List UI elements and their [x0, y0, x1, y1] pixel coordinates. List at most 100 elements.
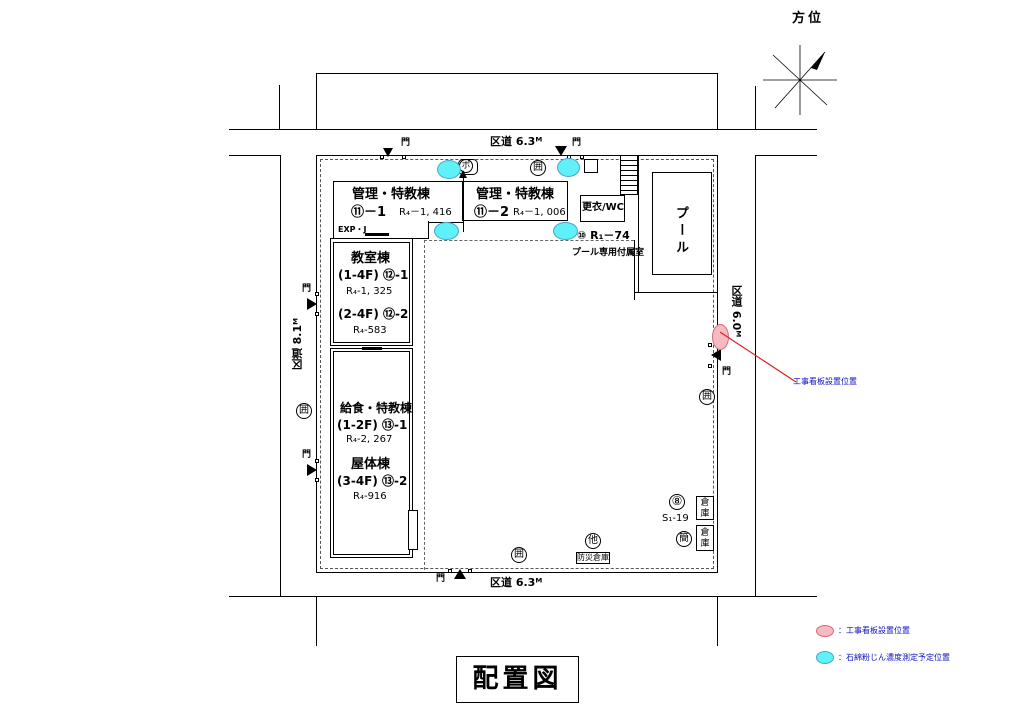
gate-post [402, 155, 406, 159]
classroom-line1: (1-4F) ⑫-1 [338, 268, 409, 282]
pool-annex-name: プール専用付属室 [572, 248, 645, 258]
gate-label: 門 [436, 574, 446, 584]
road-edge [755, 155, 817, 156]
road-edge [316, 596, 718, 597]
admin-building-2-code: ⑪－2 [474, 205, 510, 220]
classroom-outline [330, 238, 413, 346]
pool-annex-code: ⑩ R₁－74 [577, 229, 630, 242]
gate-post [708, 364, 712, 368]
admin-building-1-name: 管理・特教棟 [352, 187, 431, 202]
enclosure-marker: 囲 [296, 403, 312, 419]
pool-fence [638, 155, 639, 292]
classroom-name: 教室棟 [351, 251, 391, 266]
road-edge [717, 596, 817, 597]
road-edge [316, 73, 718, 74]
drawing-title: 配置図 [456, 656, 579, 703]
enclosure-marker: 囲 [530, 160, 546, 176]
kitchen-name: 給食・特教棟 [340, 401, 413, 415]
gate-arrow-icon [555, 146, 567, 156]
site-boundary-inner [320, 159, 714, 569]
signboard-leader-line [720, 331, 797, 383]
road-edge [755, 155, 756, 597]
gate-arrow-icon [307, 298, 317, 310]
road-edge [755, 86, 756, 130]
admin-building-1 [333, 181, 464, 223]
expansion-joint-label: EXP・J [338, 225, 367, 234]
measurement-point [557, 158, 580, 177]
kitchen-gym-outline [330, 348, 413, 558]
classroom-area2: R₄-583 [353, 325, 387, 336]
gate-label: 門 [302, 450, 312, 460]
road-edge [717, 129, 817, 130]
road-label-east: 区道 6.0ᴹ [730, 285, 743, 338]
road-edge [316, 73, 317, 130]
gate-post [580, 155, 584, 159]
gym-area1: R₄-916 [353, 491, 387, 502]
other-marker: 他 [585, 533, 601, 549]
path-line [424, 240, 425, 570]
gate-arrow-icon [711, 349, 721, 361]
road-edge [717, 596, 718, 646]
gate-post [380, 155, 384, 159]
legend-pink-label: ：工事看板設置位置 [838, 626, 910, 635]
classroom-building [333, 242, 410, 343]
building-notch [408, 510, 418, 550]
gate-label: 門 [572, 138, 582, 148]
path-line [634, 240, 635, 300]
road-edge [316, 129, 718, 130]
enclosure-marker: 囲 [699, 389, 715, 405]
road-edge [717, 73, 718, 130]
pump-arrow-icon [459, 170, 467, 178]
measurement-point [553, 222, 578, 240]
road-label-south: 区道 6.3ᴹ [490, 576, 543, 589]
gym-name: 屋体棟 [351, 457, 391, 472]
admin-building-1-code: ⑪－1 [351, 205, 387, 220]
road-label-west: 区道 8.1ᴹ [291, 318, 304, 371]
road-edge [229, 596, 317, 597]
simple-marker: 簡 [676, 531, 692, 547]
gate-label: 門 [401, 138, 411, 148]
admin-building-1-area: R₄－1, 416 [399, 207, 452, 218]
small-box [584, 159, 598, 173]
legend-blue-label: ：石綿粉じん濃度測定予定位置 [838, 653, 950, 662]
compass-label: 方位 [792, 11, 825, 26]
measurement-point [437, 160, 461, 179]
changing-room [580, 195, 625, 222]
path-line [424, 240, 634, 241]
storage-code: ⑧ [669, 494, 685, 510]
road-edge [316, 596, 317, 646]
admin-building-2-area: R₄－1, 006 [513, 207, 566, 218]
disaster-storage: 防災倉庫 [576, 552, 610, 564]
classroom-line2: (2-4F) ⑫-2 [338, 307, 409, 321]
expansion-joint [365, 233, 389, 236]
legend-pink-swatch [816, 625, 834, 637]
gate-post [448, 569, 452, 573]
storage-area: S₁-19 [662, 513, 689, 524]
gate-arrow-icon [307, 464, 317, 476]
gate-arrow-icon [383, 148, 393, 157]
path-line [634, 292, 718, 293]
gate-post [315, 478, 319, 482]
gate-post [468, 569, 472, 573]
road-edge [229, 155, 281, 156]
gate-post [708, 343, 712, 347]
stairs [620, 155, 638, 195]
classroom-area1: R₄-1, 325 [346, 286, 393, 297]
road-edge [229, 129, 317, 130]
measurement-point [434, 222, 459, 240]
gym-line1: (3-4F) ⑬-2 [337, 474, 408, 488]
road-edge [279, 85, 280, 130]
storage-box: 倉庫 [696, 496, 714, 520]
pool [652, 172, 712, 275]
enclosure-marker: 囲 [511, 547, 527, 563]
compass-icon [763, 45, 837, 115]
admin-building-2 [462, 181, 568, 221]
gate-label: 門 [302, 284, 312, 294]
road-edge [280, 155, 281, 597]
kitchen-gym-building [333, 351, 410, 555]
signboard-annotation: 工事看板設置位置 [793, 377, 857, 386]
legend-blue-swatch [816, 651, 834, 664]
pool-name: プール [673, 206, 688, 257]
gate-label: 門 [722, 367, 732, 377]
gate-post [315, 312, 319, 316]
